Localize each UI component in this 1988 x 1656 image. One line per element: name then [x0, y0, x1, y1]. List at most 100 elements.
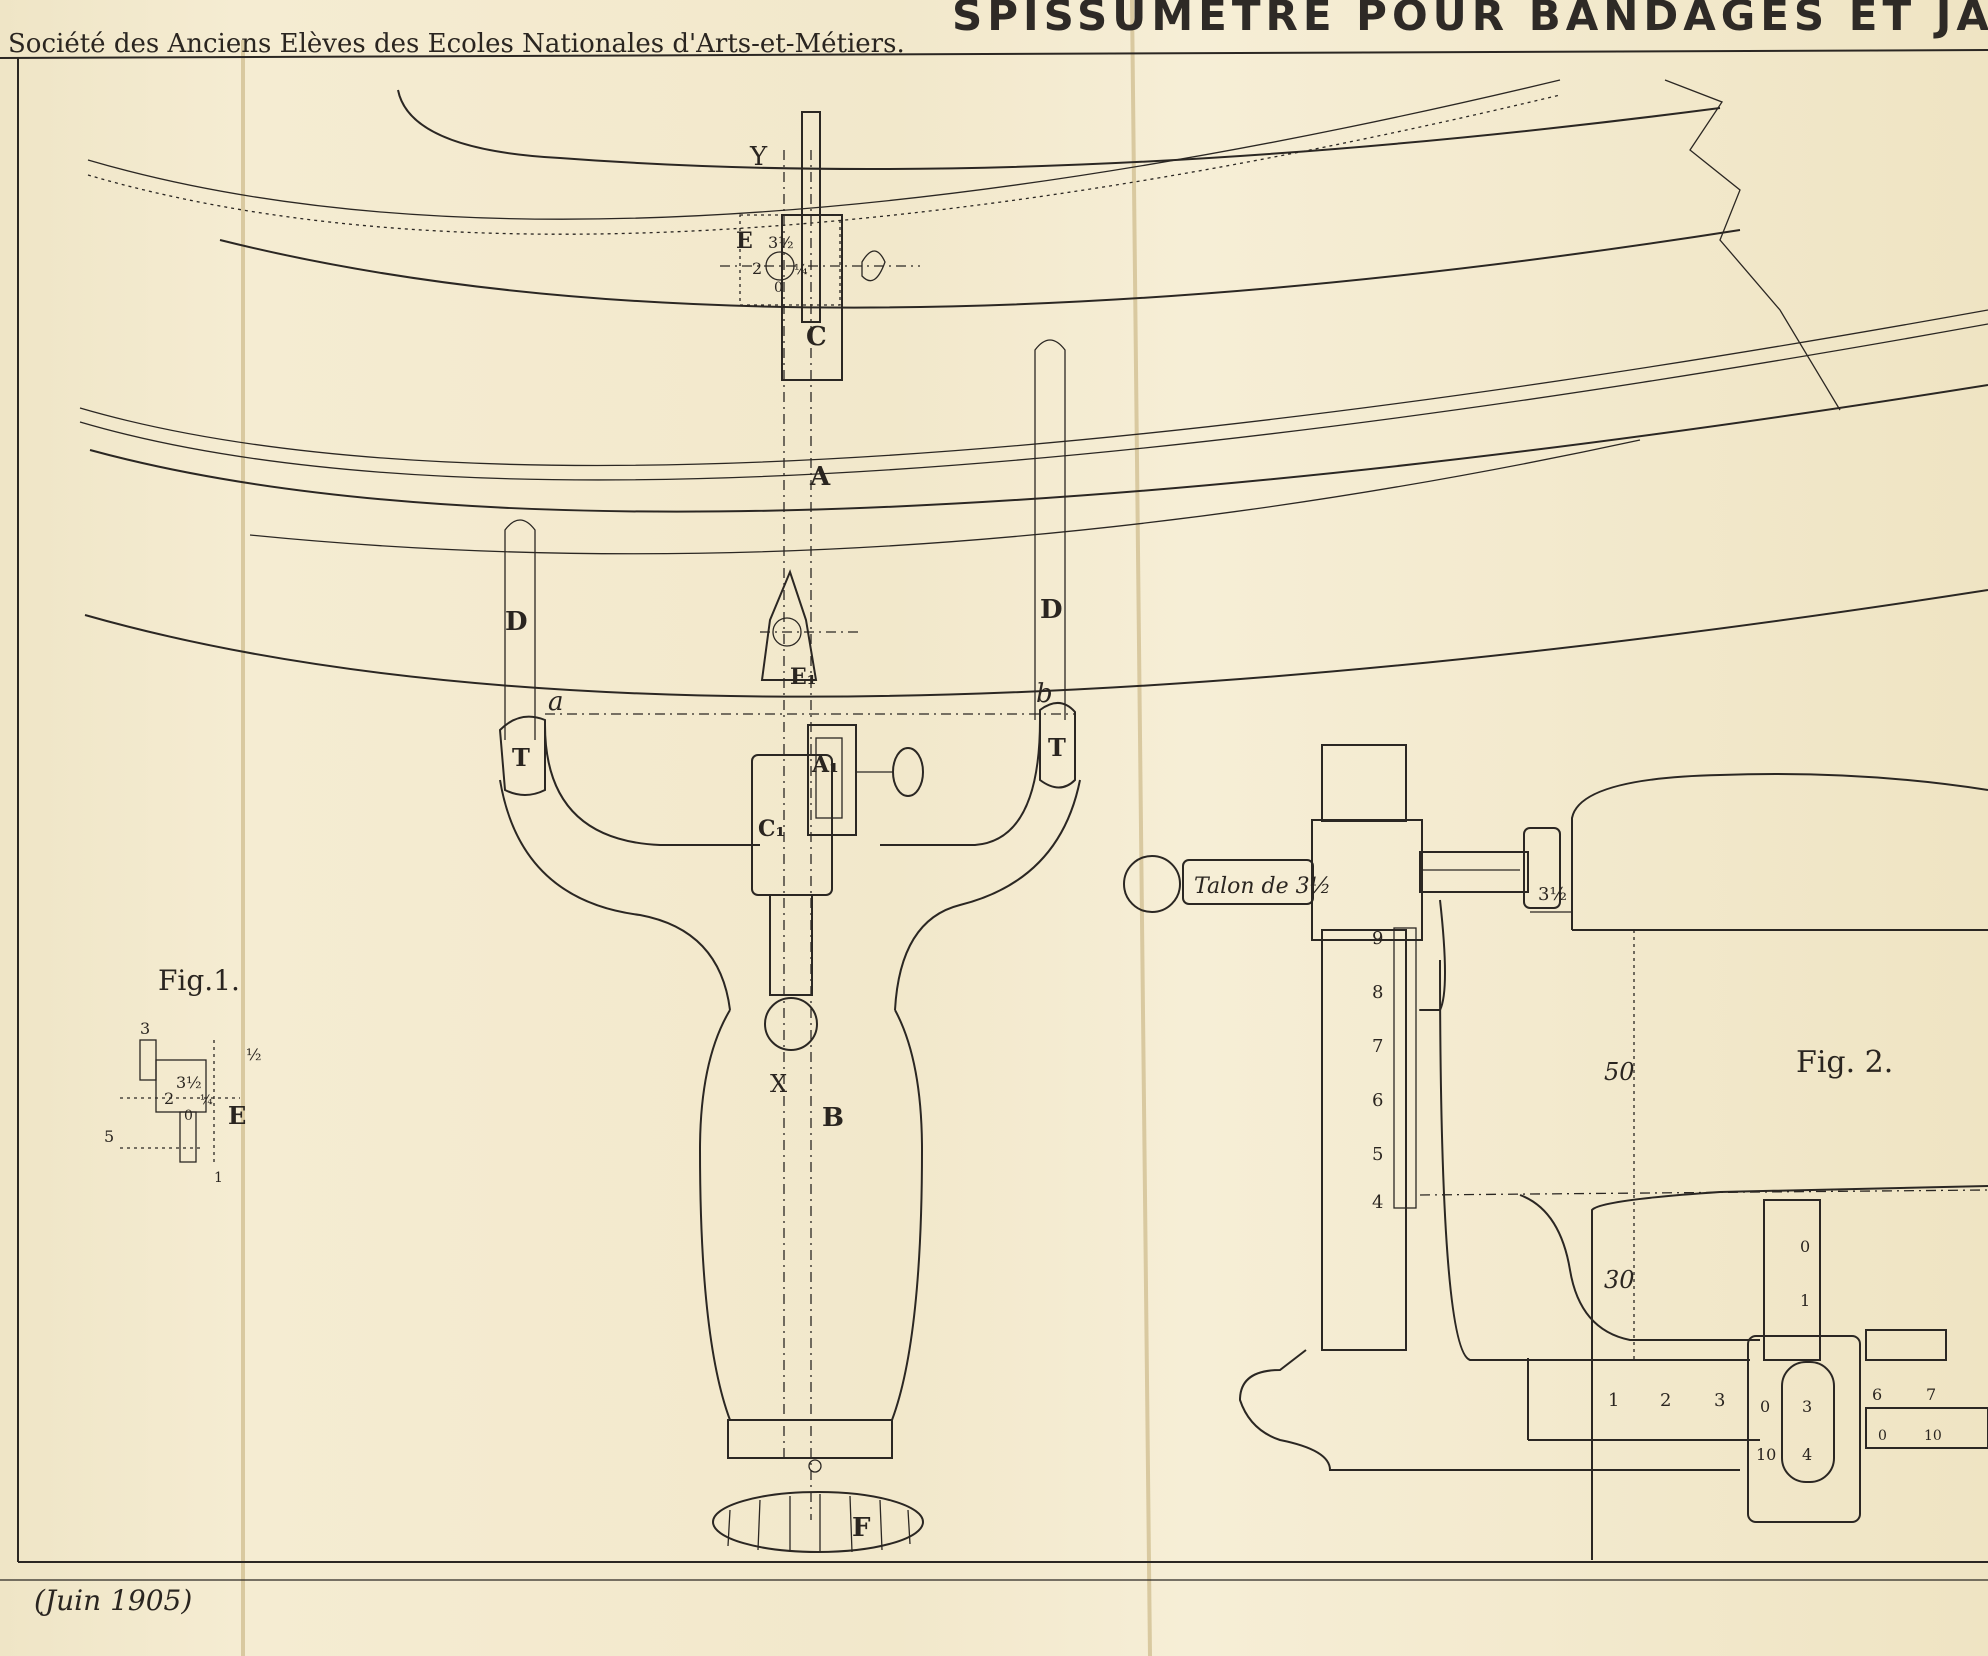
fig1-caption: Fig.1.	[158, 964, 240, 997]
rim-arc-5	[79, 323, 1988, 481]
label-D-right: D	[1040, 595, 1063, 625]
vernier-h2-7: 7	[1926, 1385, 1936, 1404]
label-T-left: T	[512, 743, 530, 772]
fig1-label-3half: 3½	[176, 1073, 202, 1092]
vscale-8: 8	[1372, 982, 1383, 1003]
rim-arc-7	[249, 439, 1641, 555]
vernier-h-0: 0	[1760, 1397, 1770, 1416]
window-3: 3	[1802, 1397, 1812, 1416]
label-B: B	[822, 1103, 844, 1133]
fig1-label-half: ½	[246, 1045, 262, 1064]
fig2-talon-ball	[1123, 855, 1181, 913]
ball-contact	[764, 997, 818, 1051]
label-A1: A₁	[811, 752, 839, 778]
gauge-E-outline	[739, 214, 841, 306]
fig2-vertical-scale	[1393, 927, 1417, 1209]
fig2-vernier-box	[1747, 1335, 1861, 1523]
fig2-dim-30: 30	[1604, 1266, 1635, 1294]
yoke-outer-left	[499, 779, 731, 1011]
fig1-label-1: 1	[214, 1170, 223, 1186]
fig1-label-E: E	[228, 1101, 246, 1130]
arm-D-left	[504, 519, 536, 740]
label-A: A	[809, 462, 831, 492]
rim-break-line	[1664, 79, 1841, 411]
hscale-3: 3	[1714, 1390, 1725, 1411]
hscale-1: 1	[1608, 1390, 1619, 1411]
vernier-h2-6: 6	[1872, 1385, 1882, 1404]
fig1-label-5: 5	[104, 1127, 114, 1146]
vscale-4: 4	[1372, 1192, 1383, 1213]
label-D-left: D	[505, 607, 528, 637]
label-b: b	[1036, 679, 1053, 709]
label-E-bottom: 0	[774, 280, 783, 296]
pointer-E1	[760, 569, 818, 681]
vscale-6: 6	[1372, 1090, 1383, 1111]
fig2-vernier-window	[1781, 1361, 1835, 1483]
fig2-vertical-bar	[1321, 929, 1407, 1351]
fig2-talon	[1182, 859, 1314, 905]
fig2-caption: Fig. 2.	[1796, 1045, 1893, 1080]
label-E-left: 2	[752, 259, 762, 278]
rim-arc-2-dotted	[87, 94, 1561, 235]
tyre-profile-top	[1571, 773, 1988, 930]
fig1-label-2: 2	[164, 1089, 174, 1108]
label-T-right: T	[1048, 733, 1066, 762]
label-E-top: 3½	[768, 233, 794, 252]
hscale-2: 2	[1660, 1390, 1671, 1411]
vscale-5: 5	[1372, 1144, 1383, 1165]
fig2-gauge: Fig. 2. Talon de 3½ 3½ 50 30 9 8 7 6 5 4	[1123, 744, 1988, 1560]
label-E: E	[736, 228, 753, 254]
label-Y: Y	[749, 142, 768, 172]
label-C1: C₁	[758, 816, 785, 842]
tip-T-left	[498, 715, 546, 796]
handle	[698, 1009, 924, 1421]
rim-arc-2	[87, 79, 1561, 220]
vernier-v-1: 1	[1800, 1291, 1810, 1310]
fig1-label-3: 3	[140, 1019, 150, 1038]
spissumetre-tool: Y E 3½ 2 ¼ 0 C A D D E₁ a b T T A₁ C₁ X …	[498, 111, 1081, 1553]
vscale-9: 9	[1372, 928, 1383, 949]
vernier-h2-sub-10: 10	[1924, 1428, 1942, 1444]
rim-arc-3	[219, 229, 1741, 309]
yoke-outer-right	[894, 779, 1081, 1011]
rim-arc-1	[397, 89, 1721, 171]
rim-arc-6	[89, 384, 1988, 513]
fig2-base	[1238, 1349, 1740, 1471]
label-E-right: ¼	[794, 262, 808, 278]
yoke-inner	[544, 719, 1041, 846]
vernier-h-10: 10	[1756, 1445, 1776, 1464]
fig1-label-quarter: ¼	[200, 1093, 213, 1108]
vernier-h2-sub-0: 0	[1878, 1428, 1887, 1444]
fig2-thumbscrew	[1523, 827, 1561, 909]
label-F: F	[852, 1513, 871, 1543]
label-a: a	[548, 687, 564, 717]
thumbscrew-top	[861, 250, 886, 282]
label-C: C	[806, 322, 827, 352]
wheel-rim	[79, 79, 1988, 698]
vernier-v-0: 0	[1800, 1237, 1810, 1256]
label-E1: E₁	[790, 664, 816, 690]
thumbscrew-A1	[892, 747, 924, 797]
fig2-dim-50: 50	[1604, 1058, 1635, 1086]
frame-top	[0, 49, 1988, 59]
rod-B	[769, 894, 813, 996]
window-4: 4	[1802, 1445, 1812, 1464]
fig1-detail: Fig.1. 3 ½ 3½ ¼ 2 0 E 5 1	[104, 964, 262, 1186]
paper-fold-right	[1130, 0, 1152, 1656]
fig2-curve-inner	[1439, 959, 1750, 1361]
rod-top	[801, 111, 821, 323]
fig2-curve-outer	[1519, 1194, 1760, 1341]
clamp-A1	[807, 724, 857, 836]
handle-ferrule	[727, 1419, 893, 1459]
label-X: X	[770, 1070, 787, 1098]
fig1-label-0: 0	[184, 1108, 193, 1124]
plate-title: SPISSUMETRE POUR BANDAGES ET JA	[952, 0, 1988, 40]
arm-D-right	[1034, 339, 1066, 720]
vscale-7: 7	[1372, 1036, 1383, 1057]
fig2-talon-label: Talon de 3½	[1194, 874, 1331, 899]
date-footer: (Juin 1905)	[34, 1584, 192, 1617]
tip-T-right	[1039, 702, 1076, 789]
fig2-vernier-vertical	[1763, 1199, 1821, 1361]
